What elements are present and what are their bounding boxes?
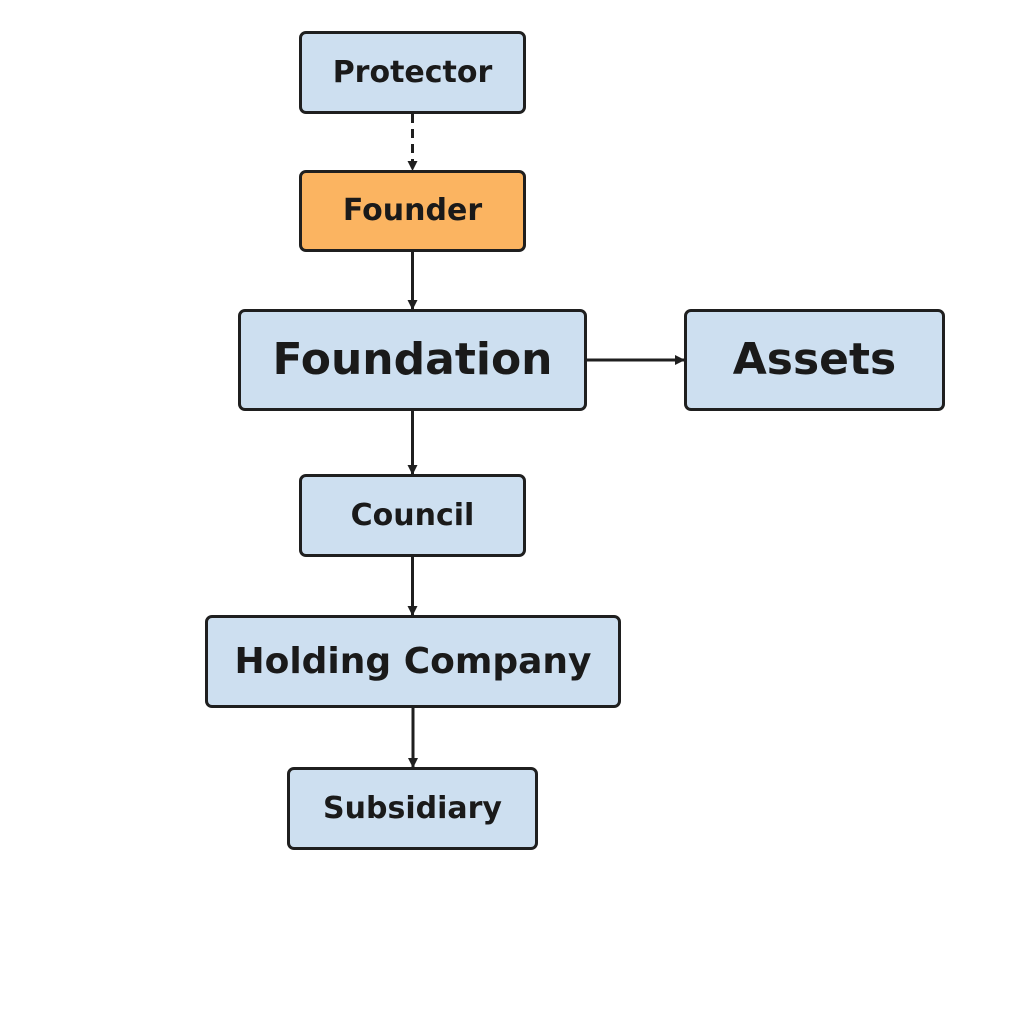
assets-node: Assets xyxy=(684,309,945,411)
council-node: Council xyxy=(299,474,526,557)
foundation-label: Foundation xyxy=(272,334,553,385)
holding-company-label: Holding Company xyxy=(234,640,592,682)
protector-label: Protector xyxy=(332,54,493,90)
council-label: Council xyxy=(350,497,475,533)
assets-label: Assets xyxy=(732,334,897,385)
subsidiary-label: Subsidiary xyxy=(323,790,502,826)
holding-company-node: Holding Company xyxy=(205,615,621,708)
subsidiary-node: Subsidiary xyxy=(287,767,538,850)
foundation-node: Foundation xyxy=(238,309,587,411)
founder-label: Founder xyxy=(342,193,483,228)
protector-node: Protector xyxy=(299,31,526,114)
founder-node: Founder xyxy=(299,170,526,252)
